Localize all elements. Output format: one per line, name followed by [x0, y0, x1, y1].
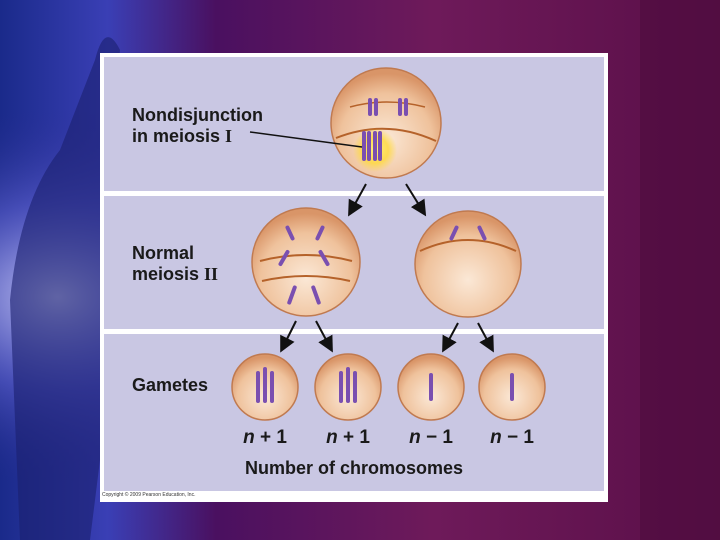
meiosis-two-cell-right [414, 210, 522, 318]
chromosome-tetrad [362, 131, 382, 161]
gamete-cell-1 [231, 353, 299, 421]
chromosome-pair [368, 98, 408, 116]
arrow [405, 183, 427, 217]
spindle-fiber [335, 127, 437, 142]
label-normal-meiosis-two: Normal meiosis II [132, 243, 219, 284]
arrow [442, 322, 459, 353]
copyright-notice: Copyright © 2009 Pearson Education, Inc. [102, 492, 196, 498]
gamete-count-label: n + 1 [326, 427, 370, 448]
gamete-cell-2 [314, 353, 382, 421]
gamete-count-label: n − 1 [409, 427, 453, 448]
arrow [348, 183, 367, 217]
meiosis-one-cell [330, 67, 442, 179]
label-pointer-line [249, 131, 363, 148]
gamete-cell-4 [478, 353, 546, 421]
arrow [315, 320, 333, 353]
nondisjunction-diagram [231, 67, 546, 421]
gamete-cell-3 [397, 353, 465, 421]
label-gametes: Gametes [132, 375, 209, 395]
gamete-count-label: n − 1 [490, 427, 534, 448]
diagram-panel: Nondisjunction in meiosis I Normal meios… [100, 53, 608, 502]
arrow [280, 320, 297, 353]
arrow [477, 322, 494, 353]
gamete-count-label: n + 1 [243, 427, 287, 448]
spindle-fiber [349, 101, 426, 108]
number-of-chromosomes-caption: Number of chromosomes [244, 458, 464, 478]
label-nondisjunction-meiosis-one: Nondisjunction in meiosis I [132, 105, 263, 146]
meiosis-two-cell-left [251, 207, 361, 317]
